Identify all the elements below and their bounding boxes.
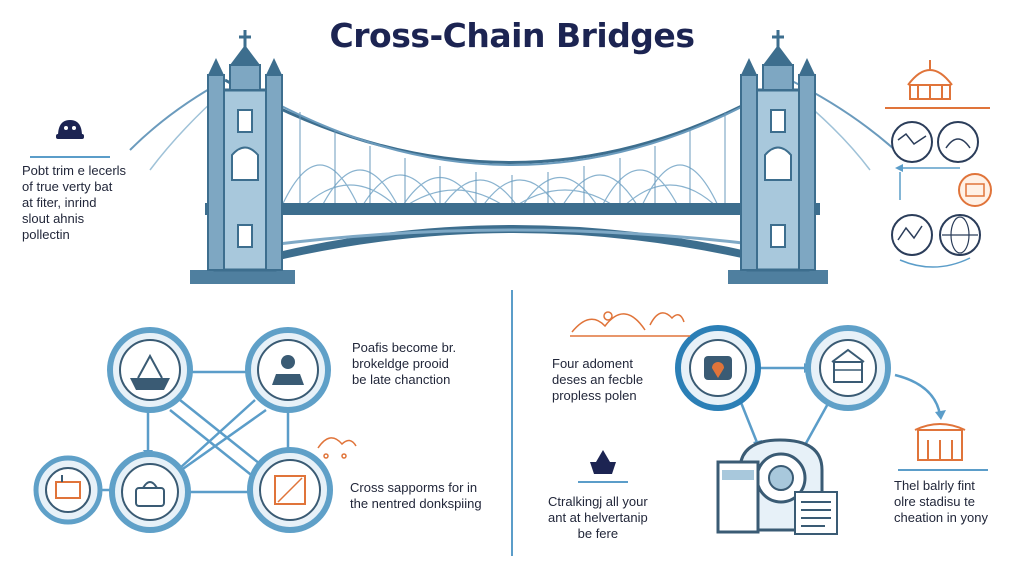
note-line: olre stadisu te <box>894 494 975 509</box>
note-line: be fere <box>577 526 619 541</box>
document-node <box>247 447 333 533</box>
note-mid-right-left: Four adoment deses an fecble propless po… <box>552 356 643 404</box>
bridge-illustration <box>129 30 896 284</box>
note-line: slout ahnis <box>22 211 85 226</box>
note-line: of true verty bat <box>22 179 113 194</box>
note-top-left: Pobt trim e lecerls of true verty bat at… <box>22 163 126 243</box>
note-line: brokeldge prooid <box>352 356 449 371</box>
location-node <box>675 325 761 411</box>
temple-small-icon <box>914 423 966 461</box>
helmet-icon <box>56 120 84 139</box>
sketch-landscape-icon <box>570 311 690 337</box>
note-line: deses an fecble <box>552 372 644 387</box>
note-line: the nentred donkspiing <box>350 496 482 511</box>
note-line: cheation in yony <box>894 510 988 525</box>
sketch-icon <box>317 437 357 459</box>
note-line: ant at helvertanip <box>548 510 648 525</box>
note-line: Ctralkingj all your <box>548 494 648 509</box>
note-line: be late chanction <box>352 372 451 387</box>
bird-icon <box>937 121 979 163</box>
factory-node <box>33 455 103 525</box>
note-line: Cross sapporms for in <box>350 480 478 495</box>
bag-node <box>109 451 191 533</box>
temple-icon <box>907 60 953 100</box>
note-line: Pobt trim e lecerls <box>22 163 127 178</box>
server-machine-icon <box>716 438 838 535</box>
note-mid-center: Poafis become br. brokeldge prooid be la… <box>352 340 456 388</box>
page-title: Cross-Chain Bridges <box>329 16 695 55</box>
note-line: at fiter, inrind <box>22 195 97 210</box>
note-line: Poafis become br. <box>352 340 457 355</box>
note-line: pollectin <box>22 227 70 242</box>
note-line: propless polen <box>552 388 637 403</box>
network-diagram-right <box>570 311 988 535</box>
note-bottom-right: Thel balrly fint olre stadisu te cheatio… <box>894 478 988 526</box>
left-tower <box>207 30 283 272</box>
right-tower <box>740 30 816 272</box>
wallet-icon <box>958 173 992 207</box>
right-column-icons <box>885 60 992 268</box>
note-bottom-right-left: Ctralkingj all your ant at helvertanip b… <box>548 494 648 542</box>
temple-node <box>245 327 331 413</box>
ship-icon <box>578 450 628 483</box>
note-bottom-center: Cross sapporms for in the nentred donksp… <box>350 480 482 512</box>
note-line: Thel balrly fint <box>894 478 975 493</box>
note-line: Four adoment <box>552 356 633 371</box>
ship-node <box>107 327 193 413</box>
network-diagram-left <box>33 327 357 533</box>
building-node <box>805 325 891 411</box>
